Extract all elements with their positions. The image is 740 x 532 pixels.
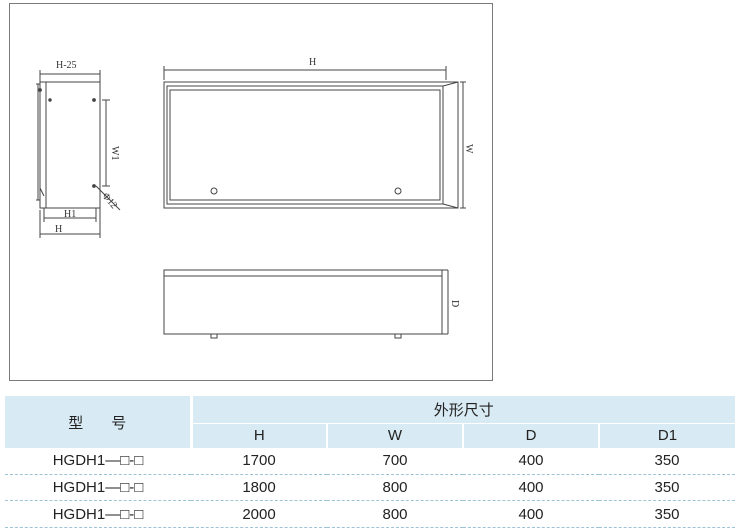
row-d1: 350 — [599, 500, 736, 528]
col-header-h: H — [191, 423, 328, 449]
row-w: 800 — [327, 500, 463, 528]
model-header: 型号 — [5, 396, 193, 449]
row-w: 700 — [327, 448, 463, 475]
spec-table: 型号 外形尺寸 H W D D1 HGDH1—□-□ 1700 700 400 … — [5, 396, 736, 528]
bottom-view — [163, 269, 449, 339]
row-h: 1700 — [191, 448, 327, 475]
row-d: 400 — [463, 448, 599, 475]
dimensions-group-header: 外形尺寸 — [191, 396, 736, 424]
row-model: HGDH1—□-□ — [5, 474, 191, 502]
side-dim-top-label: H-25 — [56, 60, 77, 71]
col-header-d: D — [463, 423, 600, 449]
col-header-d1: D1 — [599, 423, 736, 449]
col-header-w: W — [327, 423, 464, 449]
model-header-char-2: 号 — [111, 414, 127, 432]
row-d: 400 — [463, 500, 599, 528]
row-d: 400 — [463, 474, 599, 502]
row-model: HGDH1—□-□ — [5, 448, 191, 475]
row-model: HGDH1—□-□ — [5, 500, 191, 528]
table-row: HGDH1—□-□ 2000 800 400 350 — [5, 500, 736, 528]
side-hole-label: Φ12 — [100, 191, 120, 211]
front-dim-h-label: H — [309, 57, 316, 68]
side-dim-h1-label: H1 — [64, 209, 76, 220]
front-view — [163, 66, 466, 209]
side-view — [36, 70, 121, 238]
front-dim-w-label: W — [463, 144, 474, 154]
technical-drawing-frame — [9, 3, 493, 381]
row-d1: 350 — [599, 448, 736, 475]
side-dim-w1-label: W1 — [109, 146, 120, 160]
technical-drawing: H-25 W1 H1 H Φ12 H W D — [36, 57, 474, 339]
side-dim-h-label: H — [55, 224, 62, 235]
row-d1: 350 — [599, 474, 736, 502]
table-row: HGDH1—□-□ 1800 800 400 350 — [5, 474, 736, 502]
row-h: 1800 — [191, 474, 327, 502]
model-header-char-1: 型 — [68, 414, 84, 432]
table-row: HGDH1—□-□ 1700 700 400 350 — [5, 448, 736, 475]
bottom-dim-d-label: D — [449, 300, 460, 307]
row-h: 2000 — [191, 500, 327, 528]
row-w: 800 — [327, 474, 463, 502]
